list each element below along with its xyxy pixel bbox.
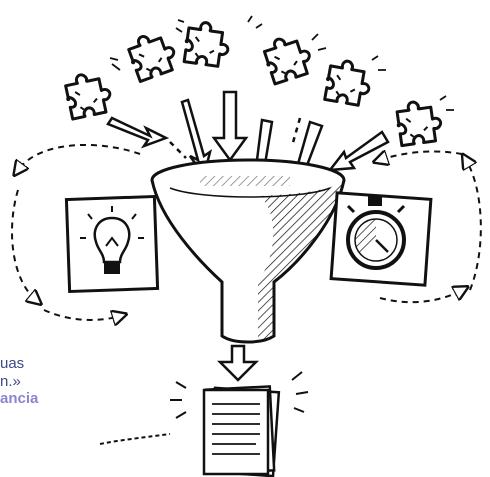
arrow-icon bbox=[106, 90, 390, 189]
cycle-arrow-left-top bbox=[18, 143, 141, 170]
lightbulb-icon bbox=[64, 194, 160, 294]
caption-line-1: uas bbox=[0, 355, 25, 372]
cycle-arrow-left-bottom bbox=[43, 309, 120, 320]
cycle-arrow-right-bottom bbox=[379, 290, 462, 304]
document-stack-icon bbox=[202, 385, 281, 477]
caption-line-3: ancia bbox=[0, 390, 39, 407]
puzzle-piece-icon bbox=[393, 97, 445, 148]
puzzle-piece-icon bbox=[259, 30, 317, 86]
caption-line-2: n.» bbox=[0, 373, 21, 390]
cycle-arrow-right-top bbox=[380, 152, 463, 160]
cycle-arrow-left bbox=[11, 189, 36, 300]
stopwatch-icon bbox=[329, 191, 433, 287]
funnel-icon bbox=[150, 158, 346, 344]
puzzle-piece-icon bbox=[61, 68, 115, 121]
cycle-arrow-right bbox=[466, 160, 482, 291]
puzzle-piece-icon bbox=[181, 18, 233, 69]
arrow-icon bbox=[216, 344, 260, 382]
puzzle-piece-icon bbox=[322, 56, 375, 109]
puzzle-piece-icon bbox=[123, 26, 181, 84]
